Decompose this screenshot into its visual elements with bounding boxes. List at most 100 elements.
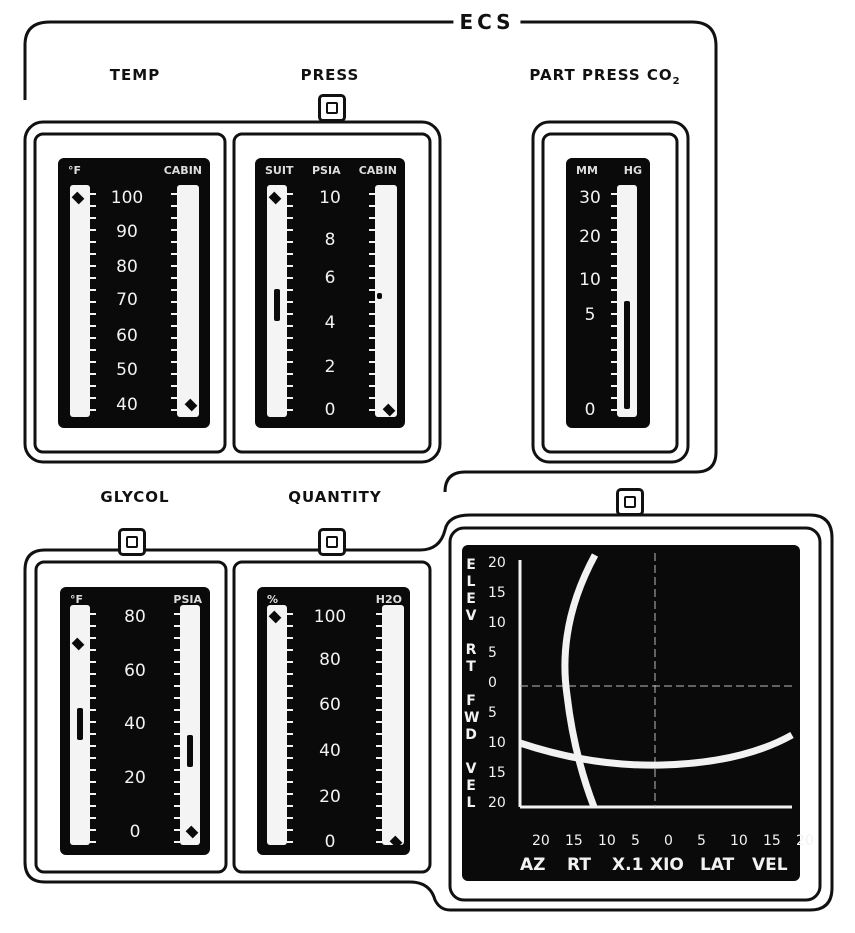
- elevation-rate-needle: [518, 731, 794, 769]
- quantity-unit-right: H2O: [375, 593, 402, 606]
- cabin-press-left-indicator: [274, 289, 280, 321]
- scale-tick: [611, 229, 617, 231]
- scale-tick: [287, 721, 293, 723]
- glycol-unit-left: °F: [70, 593, 84, 606]
- scale-tick: [287, 817, 293, 819]
- scale-tick: [376, 769, 382, 771]
- quantity-left-tape: [267, 605, 293, 845]
- cabin-temp-scale-label: 60: [116, 326, 138, 346]
- scale-tick: [90, 289, 96, 291]
- cabin-press-left-tape: [267, 185, 293, 417]
- scale-tick: [369, 409, 375, 411]
- scale-tick: [287, 841, 293, 843]
- scale-tick: [90, 265, 96, 267]
- x-tick-label: 5: [697, 833, 706, 849]
- scale-tick: [287, 625, 293, 627]
- scale-tick: [369, 313, 375, 315]
- scale-tick: [287, 229, 293, 231]
- scale-tick: [287, 685, 293, 687]
- scale-tick: [376, 793, 382, 795]
- co2-part-press-scale-label: 0: [584, 400, 596, 420]
- scale-tick: [90, 769, 96, 771]
- vertical-axis-letter: E: [466, 591, 476, 607]
- scale-tick: [611, 277, 617, 279]
- quantity-unit-left: %: [267, 593, 279, 606]
- scale-tick: [171, 277, 177, 279]
- scale-tick: [174, 745, 180, 747]
- scale-tick: [287, 649, 293, 651]
- scale-tick: [90, 217, 96, 219]
- vertical-axis-letter: F: [466, 693, 476, 709]
- scale-tick: [90, 373, 96, 375]
- scale-tick: [376, 697, 382, 699]
- scale-tick: [174, 781, 180, 783]
- glycol-selector-knob[interactable]: [118, 528, 146, 556]
- scale-tick: [174, 625, 180, 627]
- scale-tick: [287, 301, 293, 303]
- y-tick-label: 20: [488, 555, 506, 571]
- co2-part-press-right-fill: [624, 301, 630, 409]
- cabin-temp-scale-label: 40: [116, 395, 138, 415]
- scale-tick: [287, 253, 293, 255]
- scale-tick: [287, 781, 293, 783]
- scale-tick: [171, 205, 177, 207]
- scale-tick: [369, 337, 375, 339]
- quantity-scale-label: 100: [313, 607, 347, 627]
- scale-tick: [90, 637, 96, 639]
- scale-tick: [369, 205, 375, 207]
- scale-tick: [171, 361, 177, 363]
- vertical-axis-letter: L: [466, 574, 476, 590]
- y-tick-label: 10: [488, 735, 506, 751]
- quantity-scale-label: 20: [319, 787, 341, 807]
- quantity-selector-knob[interactable]: [318, 528, 346, 556]
- scale-tick: [611, 361, 617, 363]
- y-tick-label: 0: [488, 675, 497, 691]
- scale-tick: [287, 325, 293, 327]
- x-axis-label: XIO: [650, 855, 684, 875]
- cabin-press-left-pointer: [268, 191, 282, 205]
- x-axis-label: VEL: [752, 855, 788, 875]
- press-selector-knob[interactable]: [318, 94, 346, 122]
- cabin-temp-left-tape: [70, 185, 96, 417]
- scale-tick: [376, 805, 382, 807]
- cabin-press-scale-label: 2: [324, 357, 336, 377]
- scale-tick: [90, 625, 96, 627]
- cabin-press-scale-label: 4: [324, 313, 336, 333]
- scale-tick: [171, 373, 177, 375]
- cabin-press-right-tape: [369, 185, 397, 417]
- scale-tick: [376, 733, 382, 735]
- scale-tick: [369, 193, 375, 195]
- scale-tick: [174, 673, 180, 675]
- scale-tick: [90, 685, 96, 687]
- cabin-temp-scale-label: 90: [116, 222, 138, 242]
- scale-tick: [611, 289, 617, 291]
- co2-part-press-scale-label: 20: [579, 227, 601, 247]
- scale-tick: [287, 277, 293, 279]
- scale-tick: [90, 721, 96, 723]
- scale-tick: [611, 397, 617, 399]
- scale-tick: [611, 241, 617, 243]
- scale-tick: [376, 625, 382, 627]
- co2-part-press-unit-left: MM: [576, 164, 598, 177]
- x-tick-label: 0: [664, 833, 673, 849]
- scale-tick: [611, 205, 617, 207]
- scale-tick: [287, 337, 293, 339]
- scale-tick: [376, 745, 382, 747]
- vertical-axis-letter: V: [465, 761, 477, 777]
- azimuth-rate-needle: [561, 553, 599, 809]
- scale-tick: [376, 829, 382, 831]
- glycol-unit-right: PSIA: [173, 593, 202, 606]
- scale-tick: [369, 301, 375, 303]
- rate-display-knob[interactable]: [616, 488, 644, 516]
- scale-tick: [287, 661, 293, 663]
- scale-tick: [174, 697, 180, 699]
- cabin-press-scale-label: 10: [319, 188, 341, 208]
- scale-tick: [369, 361, 375, 363]
- cabin-temp-right-pointer: [184, 398, 198, 412]
- scale-tick: [287, 805, 293, 807]
- cabin-press-unit-right: CABIN: [358, 164, 397, 177]
